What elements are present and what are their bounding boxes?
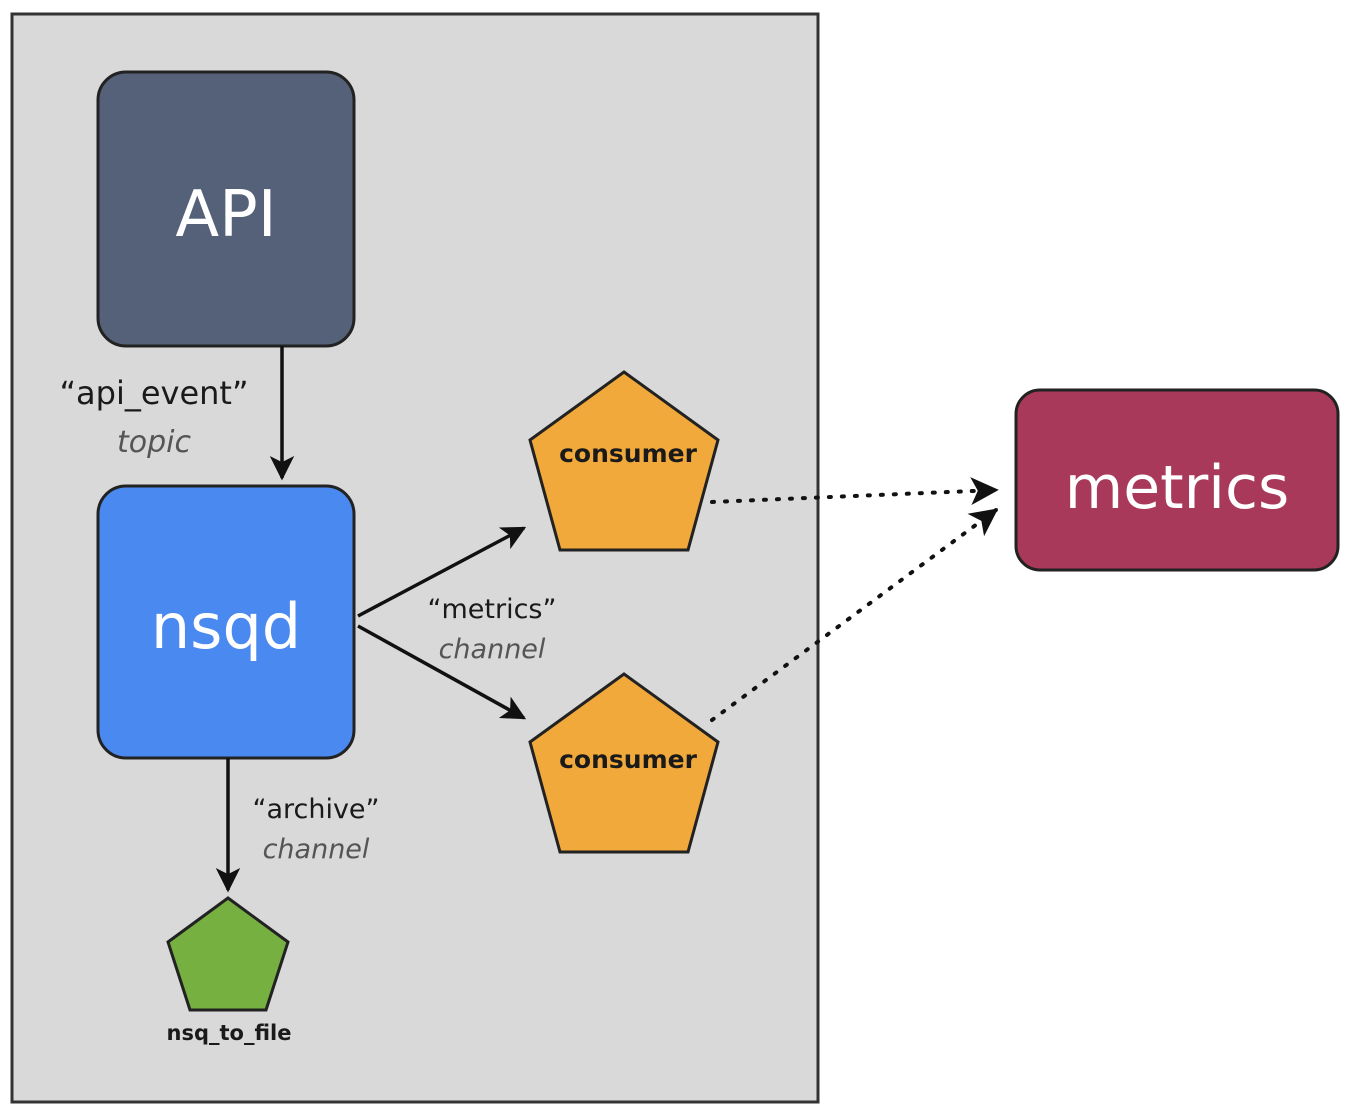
nsq-to-file-node: nsq_to_file — [166, 896, 292, 1045]
consumer-bottom-node: consumer — [528, 672, 720, 854]
metrics-channel-kind: channel — [439, 634, 546, 665]
arrow-nsqd-to-consumer-top — [357, 526, 527, 618]
consumer-bottom-label: consumer — [559, 745, 697, 774]
api-event-topic-kind: topic — [117, 425, 191, 460]
metrics-node-label: metrics — [1065, 453, 1289, 523]
metrics-node: metrics — [1014, 388, 1340, 572]
archive-channel-name: “archive” — [252, 794, 379, 825]
nsqd-node: nsqd — [96, 484, 356, 760]
arrow-nsqd-to-consumer-bottom — [357, 624, 527, 720]
metrics-channel-name: “metrics” — [428, 594, 557, 625]
consumer-top-node: consumer — [528, 370, 720, 552]
dotted-arrow-consumer-top-to-metrics — [710, 477, 999, 506]
archive-channel-kind: channel — [263, 834, 370, 865]
api-event-topic-name: “api_event” — [59, 374, 248, 412]
api-node-label: API — [175, 178, 276, 252]
api-node: API — [96, 70, 356, 348]
nsqd-node-label: nsqd — [151, 590, 301, 663]
nsq-to-file-label: nsq_to_file — [167, 1021, 292, 1045]
consumer-top-label: consumer — [559, 439, 697, 468]
